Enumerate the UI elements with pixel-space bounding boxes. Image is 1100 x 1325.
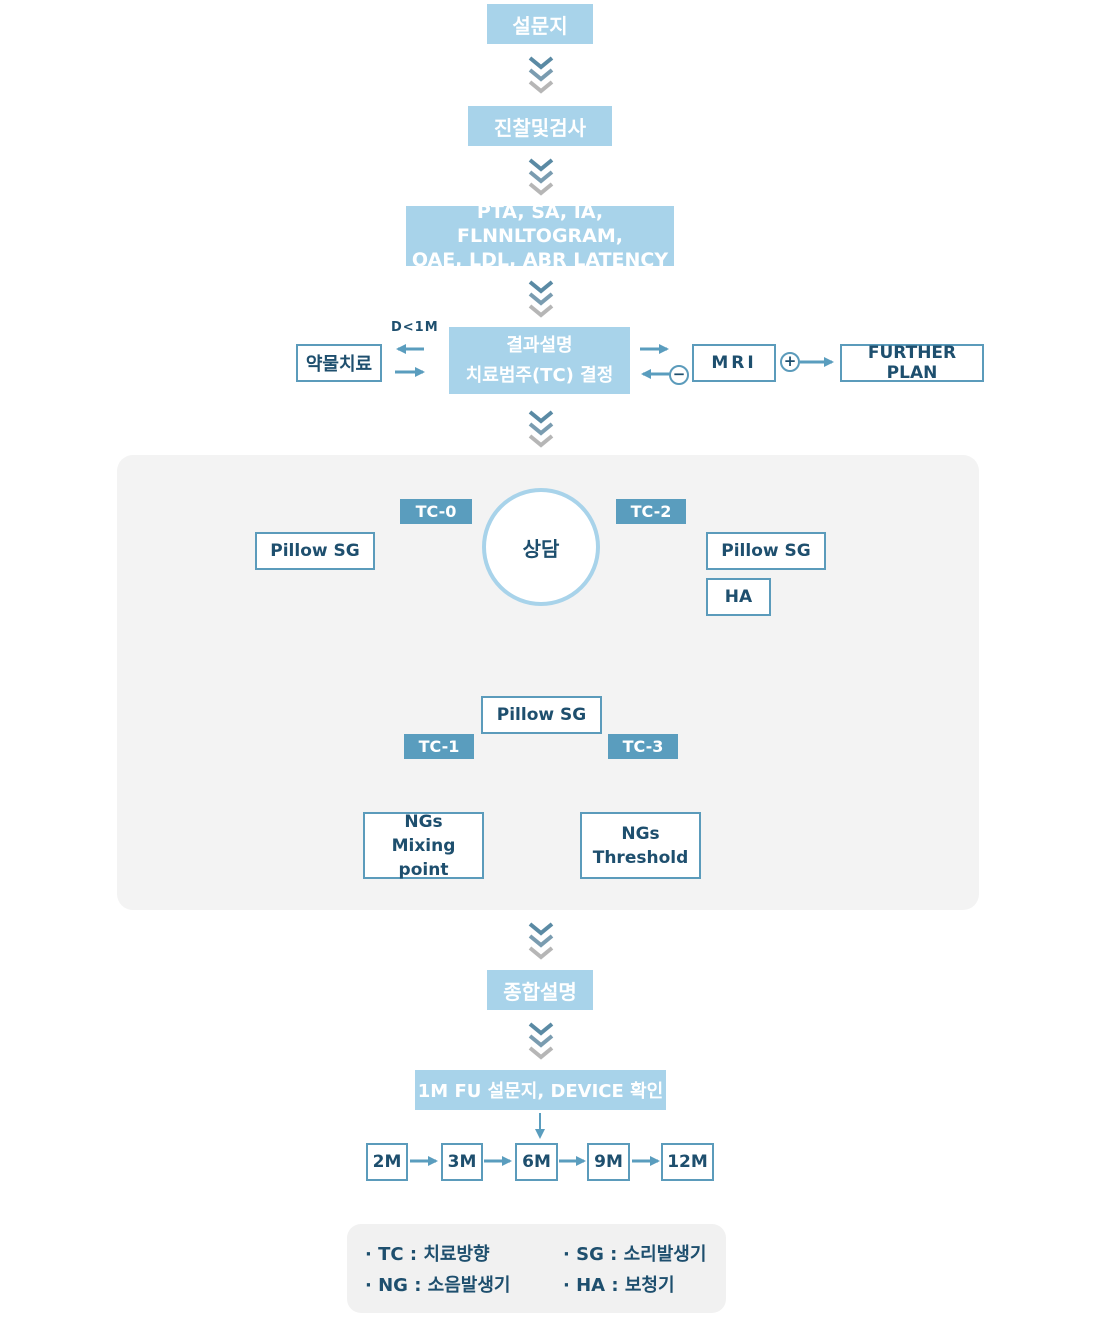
tc3-tag: TC-3	[608, 734, 678, 759]
medication-box: 약물치료	[296, 344, 382, 382]
counsel-circle: 상담	[482, 488, 600, 606]
legend-sg: · SG : 소리발생기	[563, 1244, 707, 1265]
ng-threshold-line-1: NGs	[621, 823, 660, 844]
chevron-down-icon	[528, 280, 554, 318]
legend-ha: · HA : 보청기	[563, 1275, 675, 1296]
timeline-item: 12M	[661, 1143, 714, 1181]
tests-line-2: OAE, LDL, ABR LATENCY	[411, 249, 669, 271]
ng-mixing-box: NGs Mixing point	[363, 811, 484, 880]
chevron-down-icon	[528, 922, 554, 960]
summary-box: 종합설명	[487, 970, 593, 1010]
legend-tc: · TC : 치료방향	[365, 1244, 490, 1265]
result-line-1: 결과설명	[506, 334, 573, 356]
duration-label: D<1M	[391, 320, 439, 335]
tests-line-1: PTA, SA, IA, FLNNLTOGRAM,	[456, 201, 624, 247]
plus-icon: +	[780, 352, 800, 372]
timeline-item: 3M	[441, 1143, 483, 1181]
tc0-tag: TC-0	[400, 499, 472, 524]
chevron-down-icon	[528, 410, 554, 448]
chevron-down-icon	[528, 56, 554, 94]
legend-panel: · TC : 치료방향 · SG : 소리발생기 · NG : 소음발생기 · …	[347, 1224, 726, 1313]
followup-box: 1M FU 설문지, DEVICE 확인	[415, 1070, 666, 1110]
tc1-tag: TC-1	[404, 734, 474, 759]
timeline-item: 9M	[587, 1143, 630, 1181]
ha-box: HA	[706, 578, 771, 616]
ng-mixing-line-1: NGs	[404, 811, 443, 832]
tc2-tag: TC-2	[616, 499, 686, 524]
ng-threshold-line-2: Threshold	[592, 847, 689, 868]
chevron-down-icon	[528, 158, 554, 196]
result-box: 결과설명 치료범주(TC) 결정	[449, 327, 630, 394]
ng-mixing-line-2: Mixing point	[391, 835, 456, 880]
chevron-down-icon	[528, 1022, 554, 1060]
tests-box: PTA, SA, IA, FLNNLTOGRAM, OAE, LDL, ABR …	[406, 201, 674, 271]
pillow-sg-left: Pillow SG	[255, 532, 375, 570]
questionnaire-box: 설문지	[487, 4, 593, 44]
result-line-2: 치료범주(TC) 결정	[465, 364, 614, 386]
minus-icon: −	[669, 365, 689, 385]
timeline-item: 2M	[366, 1143, 408, 1181]
legend-ng: · NG : 소음발생기	[365, 1275, 511, 1296]
timeline-item: 6M	[515, 1143, 558, 1181]
ng-threshold-box: NGs Threshold	[580, 812, 701, 879]
further-plan-box: FURTHER PLAN	[840, 343, 984, 383]
pillow-sg-bottom: Pillow SG	[481, 696, 602, 734]
pillow-sg-right: Pillow SG	[706, 532, 826, 570]
exam-box: 진찰및검사	[468, 106, 612, 146]
mri-box: MRI	[692, 344, 776, 382]
